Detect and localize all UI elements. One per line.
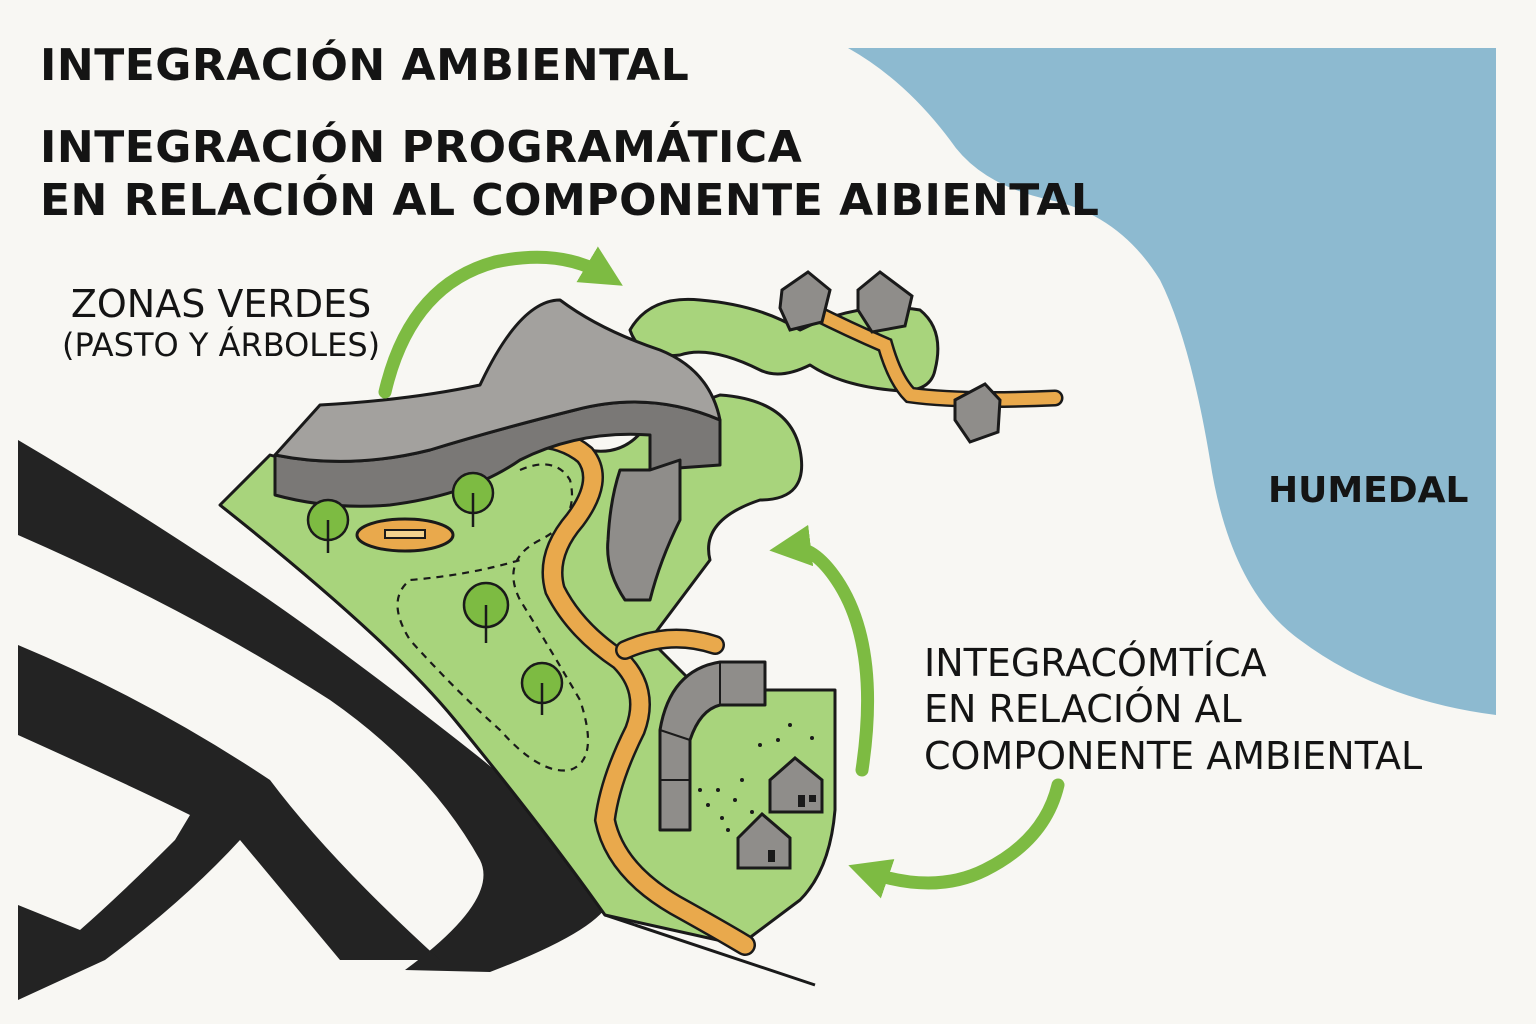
tree-1 <box>306 498 350 553</box>
main-building <box>273 298 722 602</box>
middle-building <box>658 660 767 832</box>
page-title: INTEGRACIÓN AMBIENTAL <box>40 40 690 91</box>
shrub-dots <box>698 723 814 832</box>
green-zones-label-line-1: ZONAS VERDES <box>70 282 372 326</box>
arrow-zonas-verdes <box>378 246 623 399</box>
page-subtitle: INTEGRACIÓN PROGRAMÁTICA EN RELACIÓN AL … <box>40 122 1099 228</box>
house-2 <box>736 811 792 870</box>
tree-4 <box>520 661 564 715</box>
tree-3 <box>462 581 510 643</box>
arrow-integracion-up <box>769 524 875 777</box>
subtitle-line-2: EN RELACIÓN AL COMPONENTE AIBIENTAL <box>40 174 1100 226</box>
subtitle-line-1: INTEGRACIÓN PROGRAMÁTICA <box>40 122 803 173</box>
main-road-lower <box>18 645 440 1000</box>
tree-2 <box>451 471 495 527</box>
green-zone-upper <box>628 297 940 393</box>
integration-label-line-1: INTEGRACÓMTÍCA <box>924 641 1267 685</box>
green-zones-label-line-2: (PASTO Y ÁRBOLES) <box>62 325 381 364</box>
wetland-label: HUMEDAL <box>1268 470 1469 511</box>
pavilion-1 <box>778 270 832 332</box>
integration-label: INTEGRACÓMTÍCA EN RELACIÓN AL COMPONENTE… <box>924 640 1422 779</box>
green-zones-label: ZONAS VERDES (PASTO Y ÁRBOLES) <box>62 282 380 365</box>
arrow-integracion-down <box>848 778 1065 899</box>
house-1 <box>768 756 824 814</box>
pavilion-2 <box>856 270 914 334</box>
integration-label-line-3: COMPONENTE AMBIENTAL <box>924 733 1423 778</box>
pavilion-3 <box>953 382 1002 444</box>
main-road-upper <box>18 440 610 972</box>
wetland-water <box>848 48 1496 715</box>
integration-label-line-2: EN RELACIÓN AL <box>924 687 1242 732</box>
